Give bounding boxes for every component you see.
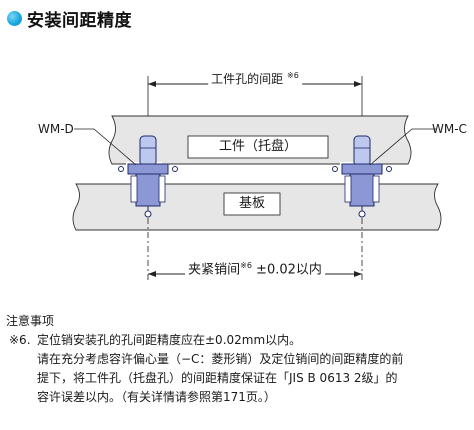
right-clamp-pin-wm-c [332, 135, 392, 218]
right-clamp-side-ball-right-icon [386, 166, 392, 172]
blue-bullet-icon [7, 10, 22, 26]
note-6-mark: ※6. [9, 333, 31, 347]
left-callout-leader [74, 128, 137, 166]
right-clamp-bolt-right [372, 175, 380, 203]
left-clamp-side-ball-right-icon [172, 166, 178, 172]
bottom-dimension-arrow-right-icon [354, 271, 362, 277]
mounting-pitch-diagram: 工件孔的间距 ※6 工件（托盘） 基板 WM-D WM-C 夹紧销间※6 ±0.… [0, 52, 474, 297]
right-clamp-body [349, 173, 375, 207]
bottom-dimension-label: 夹紧销间※6 ±0.02以内 [185, 259, 325, 278]
right-clamp-bolt-left [344, 175, 352, 203]
left-callout-label: WM-D [38, 122, 74, 136]
note-line: 提下，将工件孔（托盘孔）的间距精度保证在「JIS B 0613 2级」的 [37, 371, 398, 385]
top-dimension-label: 工件孔的间距 ※6 [208, 69, 302, 86]
base-label-box [223, 192, 281, 216]
bottom-dimension-value: ±0.02以内 [256, 262, 322, 278]
bottom-dimension-note-mark: ※6 [240, 261, 252, 270]
left-clamp-bolt-left [130, 175, 138, 203]
right-pin-head [353, 135, 371, 167]
right-callout-leader [369, 128, 436, 166]
left-clamp-flange [127, 163, 169, 175]
top-dimension-arrow-left-icon [148, 81, 156, 87]
right-clamp-side-ball-left-icon [332, 166, 338, 172]
left-clamp-bottom-ball-icon [144, 210, 152, 218]
bottom-dimension-text: 夹紧销间 [188, 262, 241, 278]
top-dimension-arrow-right-icon [354, 81, 362, 87]
left-clamp-bolt-right [158, 175, 166, 203]
workpiece-label: 工件（托盘） [218, 139, 298, 154]
left-clamp-side-ball-left-icon [118, 166, 124, 172]
left-pin-head [139, 135, 157, 167]
top-dimension-text: 工件孔的间距 [211, 72, 284, 86]
note-line: 定位销安装孔的孔间距精度应在±0.02mm以内。 [37, 333, 302, 347]
top-dimension-note-mark: ※6 [287, 71, 299, 80]
title-row: 安装间距精度 [7, 6, 132, 31]
base-label: 基板 [238, 196, 266, 211]
workpiece-label-box [187, 135, 329, 159]
page-title: 安装间距精度 [27, 10, 132, 31]
left-clamp-pin-wm-d [118, 135, 178, 218]
right-callout-label: WM-C [432, 122, 467, 136]
diagram-drawing [72, 76, 442, 282]
right-clamp-flange [341, 163, 383, 175]
note-line: 请在充分考虑容许偏心量（−C：菱形销）及定位销间的间距精度的前 [37, 352, 404, 366]
bottom-dimension-arrow-left-icon [148, 271, 156, 277]
notes-heading: 注意事项 [6, 314, 55, 328]
left-clamp-body [135, 173, 161, 207]
note-line: 容许误差以内。（有关详情请参照第171页。） [37, 390, 276, 404]
right-clamp-bottom-ball-icon [358, 210, 366, 218]
